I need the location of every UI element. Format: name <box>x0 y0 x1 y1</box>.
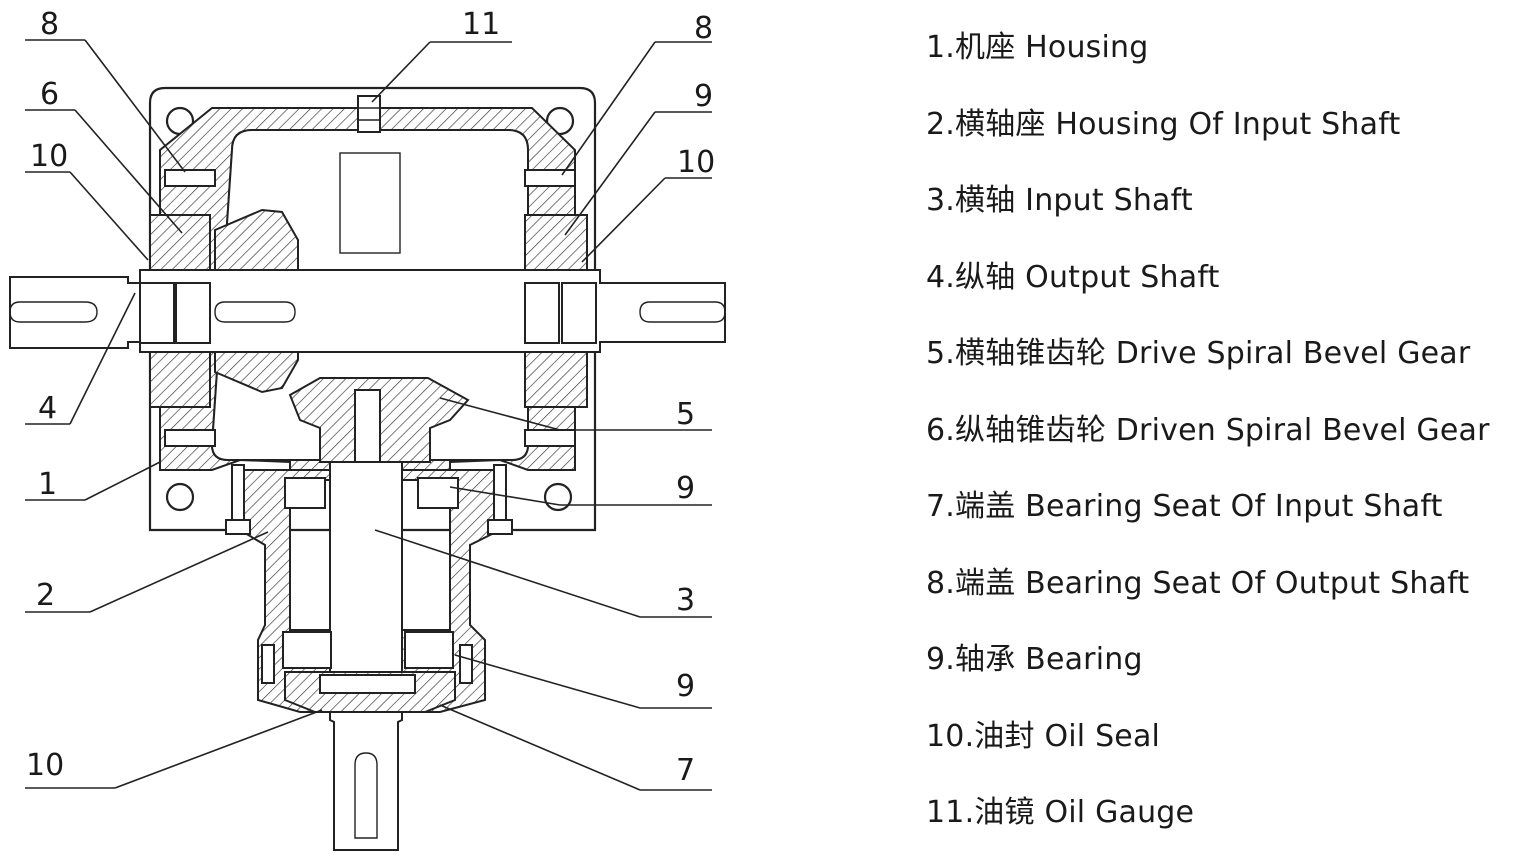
keyway-right <box>639 301 726 323</box>
callout-10-bottom: 10 <box>26 748 64 783</box>
bolt <box>459 644 473 684</box>
legend-item-input-shaft-housing: 2.横轴座 Housing Of Input Shaft <box>926 106 1401 142</box>
bolt-head <box>487 519 513 535</box>
callout-8-right: 8 <box>694 11 713 46</box>
callout-10-left: 10 <box>30 139 68 174</box>
lower-input-bearing <box>282 631 332 669</box>
left-bearing-seat-lower <box>149 351 211 408</box>
mount-hole <box>165 482 195 512</box>
bolt <box>493 464 507 521</box>
oil-gauge <box>357 95 381 133</box>
right-seal-ring <box>524 169 576 187</box>
left-bearing-seat <box>149 214 211 271</box>
callout-6: 6 <box>40 77 59 112</box>
right-bearing-seat <box>524 214 588 271</box>
legend-item-oil-seal: 10.油封 Oil Seal <box>926 718 1161 754</box>
input-shaft-end <box>329 711 403 851</box>
callout-9-right-bottom: 9 <box>676 669 695 704</box>
keyway-center <box>214 301 296 323</box>
upper-input-bearing <box>417 477 459 509</box>
callout-2: 2 <box>36 578 55 613</box>
left-seal-ring <box>164 429 216 447</box>
upper-input-bearing <box>284 477 326 509</box>
input-shaft <box>329 461 403 681</box>
right-oil-seal <box>561 282 597 344</box>
callout-4: 4 <box>38 391 57 426</box>
gear-key <box>354 389 381 463</box>
input-keyway <box>354 752 378 839</box>
bolt <box>261 644 275 684</box>
right-bearing <box>524 282 560 344</box>
cavity-face <box>339 152 401 254</box>
lower-input-bearing <box>404 631 454 669</box>
callout-3: 3 <box>676 583 695 618</box>
keyway-left <box>9 301 98 323</box>
callout-10-right: 10 <box>677 145 715 180</box>
housing-outline <box>148 86 597 532</box>
legend-item-drive-bevel-gear: 5.横轴锥齿轮 Drive Spiral Bevel Gear <box>926 336 1471 371</box>
right-seal-ring <box>524 429 576 447</box>
callout-7: 7 <box>676 753 695 788</box>
mount-hole <box>543 482 573 512</box>
left-oil-seal <box>139 282 175 344</box>
bolt-head <box>225 519 251 535</box>
right-bearing-seat-lower <box>524 351 588 408</box>
left-bearing <box>175 282 211 344</box>
input-seat-plate <box>319 674 416 694</box>
callout-11: 11 <box>462 7 500 42</box>
callout-1: 1 <box>38 467 57 502</box>
legend-item-output-bearing-seat: 8.端盖 Bearing Seat Of Output Shaft <box>926 565 1470 601</box>
callout-8-left: 8 <box>40 7 59 42</box>
callout-5: 5 <box>676 397 695 432</box>
callout-9-right-mid: 9 <box>676 471 695 506</box>
output-shaft <box>9 269 726 353</box>
callout-9-right-top: 9 <box>694 79 713 114</box>
legend-item-input-bearing-seat: 7.端盖 Bearing Seat Of Input Shaft <box>926 489 1443 524</box>
parts-legend: 1.机座 Housing 2.横轴座 Housing Of Input Shaf… <box>926 26 1516 868</box>
gearbox-section-diagram: 8 6 10 4 1 2 10 11 8 9 10 5 9 3 9 7 <box>9 7 726 851</box>
legend-item-bearing: 9.轴承 Bearing <box>926 642 1143 677</box>
legend-item-input-shaft: 3.横轴 Input Shaft <box>926 183 1193 218</box>
bolt <box>231 464 245 521</box>
legend-item-oil-gauge: 11.油镜 Oil Gauge <box>926 795 1195 830</box>
legend-item-driven-bevel-gear: 6.纵轴锥齿轮 Driven Spiral Bevel Gear <box>926 412 1490 448</box>
legend-item-housing: 1.机座 Housing <box>926 30 1149 65</box>
left-seal-ring <box>164 169 216 187</box>
legend-item-output-shaft: 4.纵轴 Output Shaft <box>926 259 1220 295</box>
